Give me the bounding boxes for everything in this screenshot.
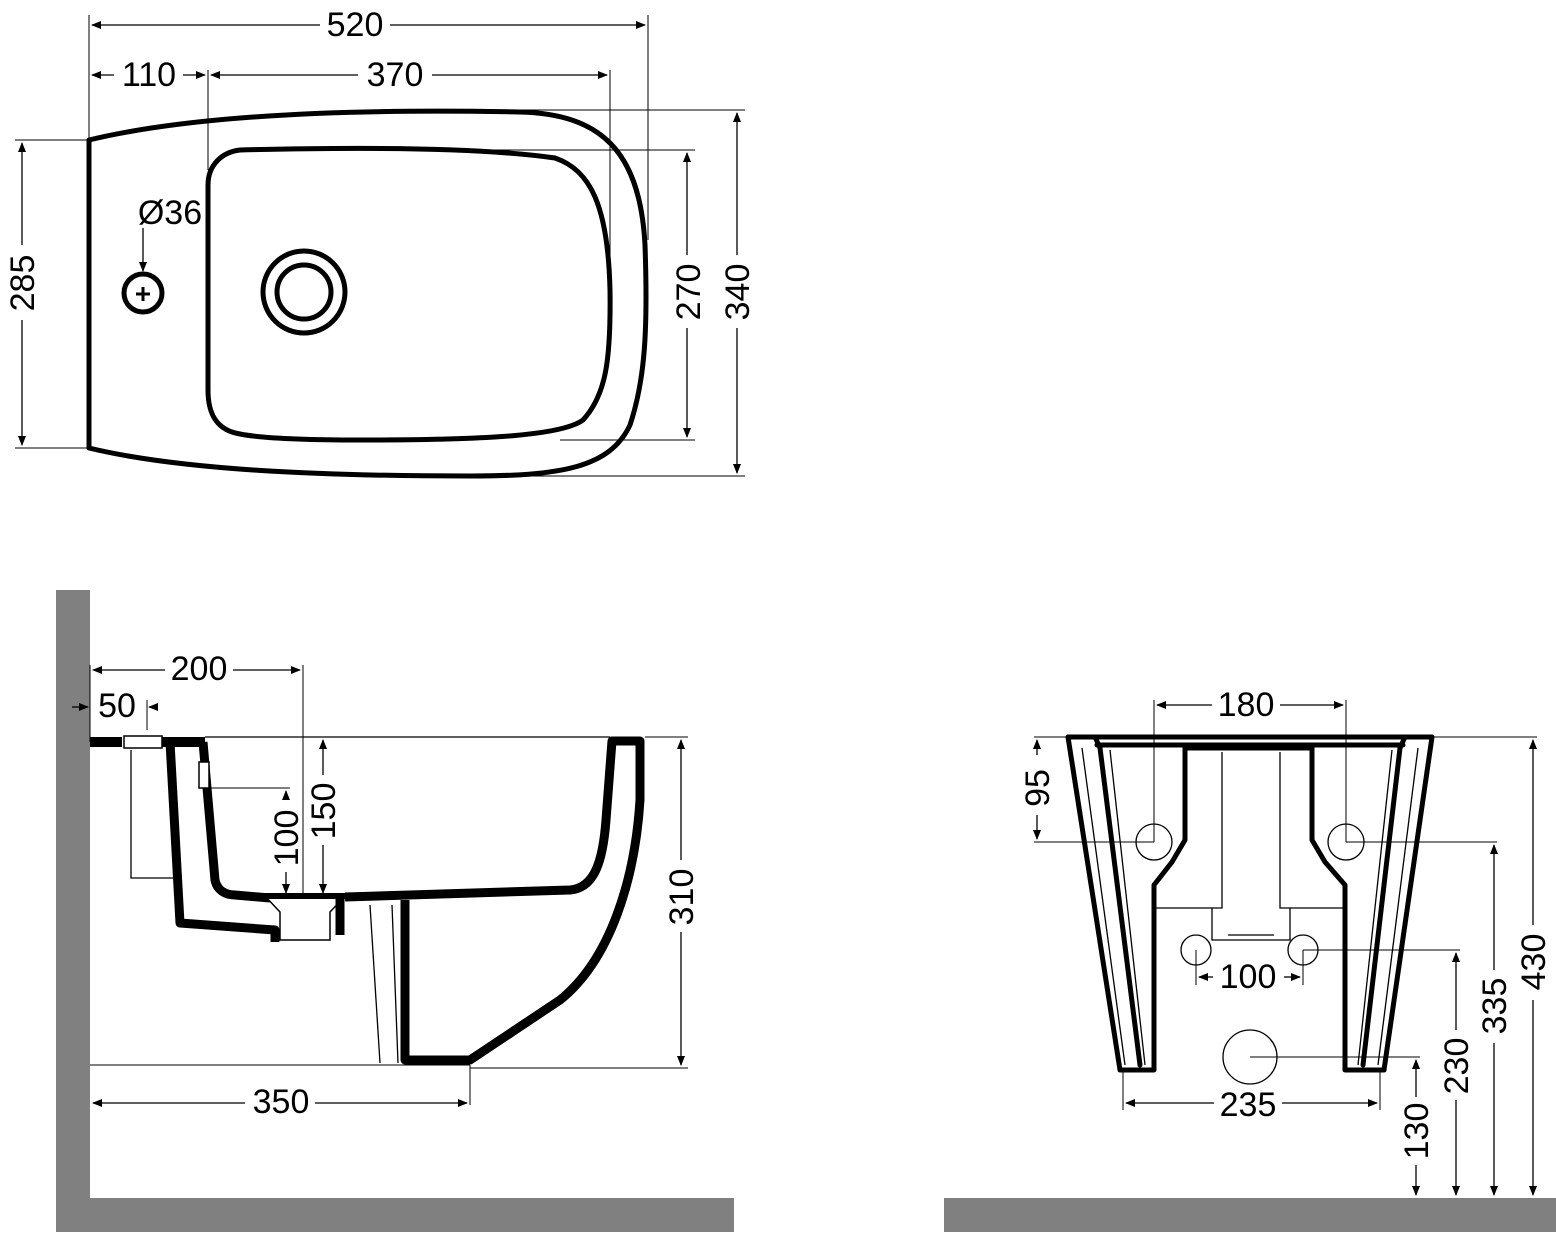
dim-95: 95 [1019, 769, 1057, 807]
tap-hole [121, 271, 165, 315]
drain-inner-ring [274, 262, 334, 322]
dim-230: 230 [1438, 1038, 1476, 1095]
dim-130: 130 [1398, 1103, 1436, 1160]
front-outer-outline [1065, 734, 1435, 1073]
inlet-fitting [123, 735, 163, 749]
dim-100-front: 100 [1220, 958, 1277, 996]
dim-180: 180 [1218, 686, 1275, 724]
dim-335: 335 [1476, 978, 1514, 1035]
top-outer-outline [86, 108, 649, 479]
top-view: 520 110 370 Ø36 285 270 340 [4, 6, 757, 479]
front-view: 180 95 100 235 130 230 335 430 [944, 686, 1556, 1232]
dim-235: 235 [1220, 1086, 1277, 1124]
tap-fitting [198, 761, 210, 789]
wall [56, 590, 90, 1232]
bowl-outline [205, 145, 613, 443]
drain-outer-ring [260, 248, 348, 336]
dim-200: 200 [171, 650, 228, 688]
dim-100-side: 100 [268, 810, 306, 867]
dim-110: 110 [122, 56, 176, 94]
dim-tap-hole: Ø36 [138, 194, 202, 232]
side-body-right [335, 736, 645, 1065]
dim-285: 285 [4, 255, 42, 312]
dim-350: 350 [253, 1083, 310, 1121]
dim-310: 310 [663, 869, 701, 926]
dim-150: 150 [305, 783, 343, 840]
dim-340: 340 [719, 264, 757, 321]
side-view: 200 50 100 150 310 350 [56, 590, 734, 1232]
floor-left [56, 1198, 734, 1232]
dim-430: 430 [1515, 934, 1553, 991]
dim-520: 520 [327, 6, 384, 44]
dim-270: 270 [670, 264, 708, 321]
dim-50: 50 [98, 687, 136, 725]
floor-right [944, 1198, 1556, 1232]
front-inner-outline [1092, 734, 1408, 1068]
side-body-left [165, 741, 280, 942]
dim-370: 370 [367, 56, 424, 94]
